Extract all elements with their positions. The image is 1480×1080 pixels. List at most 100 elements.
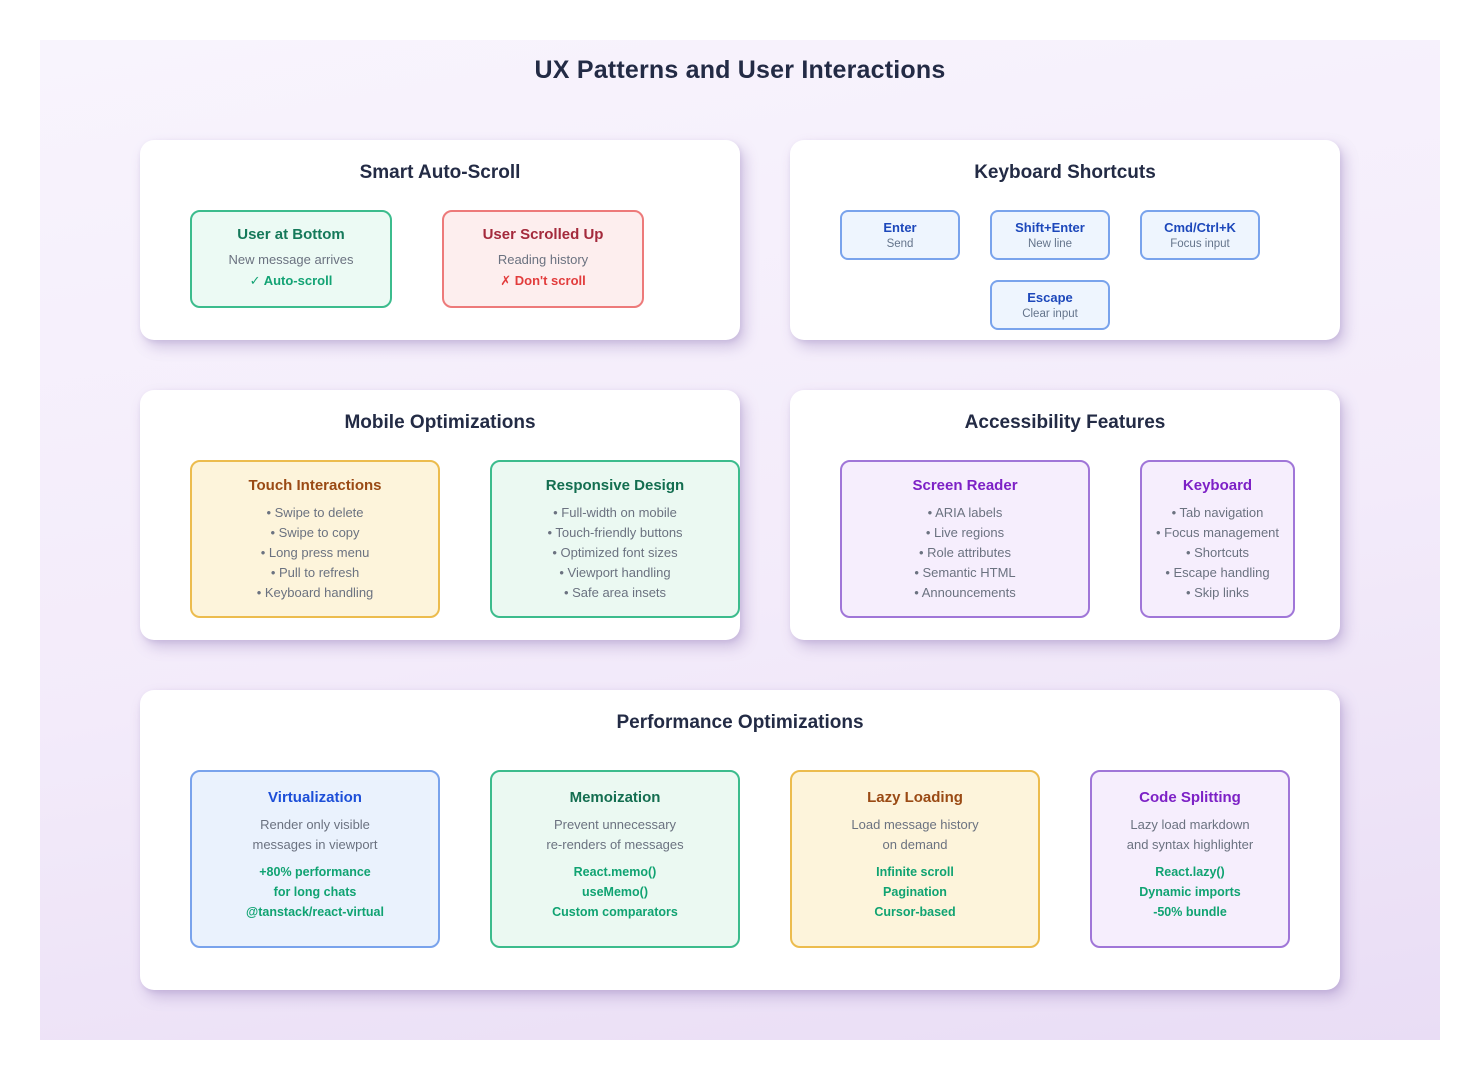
card-mobile-optimizations: Mobile Optimizations Touch Interactions •… (140, 390, 740, 640)
kbd-action-label: Clear input (1022, 308, 1078, 320)
perf-box-description: Render only visible messages in viewport (192, 815, 438, 855)
feature-box-title: Keyboard (1182, 477, 1253, 494)
state-box-description: New message arrives (228, 252, 354, 267)
section-title-accessibility-features: Accessibility Features (964, 412, 1166, 433)
kbd-action-label: Send (886, 238, 914, 250)
feature-box-keyboard: Keyboard • Tab navigation • Focus manageme… (1140, 460, 1295, 618)
perf-box-metrics: React.memo() useMemo() Custom comparators (492, 862, 738, 922)
state-box-status: ✓ Auto-scroll (249, 273, 333, 288)
card-performance-optimizations: Performance Optimizations Virtualization… (140, 690, 1340, 990)
list-item: • Tab navigation (1171, 505, 1264, 520)
kbd-box-cmd-ctrl-k: Cmd/Ctrl+K Focus input (1140, 210, 1260, 260)
metric-line: Infinite scroll (876, 865, 954, 879)
kbd-key-label: Cmd/Ctrl+K (1164, 220, 1236, 235)
list-item: • Pull to refresh (270, 565, 360, 580)
list-item: • Touch-friendly buttons (547, 525, 683, 540)
metric-line: Custom comparators (552, 905, 678, 919)
card-accessibility-features: Accessibility Features Screen Reader • AR… (790, 390, 1340, 640)
list-item: • Role attributes (919, 545, 1011, 560)
list-item: • Keyboard handling (256, 585, 374, 600)
feature-box-screen-reader: Screen Reader • ARIA labels • Live regions… (840, 460, 1090, 618)
list-item: • Viewport handling (559, 565, 671, 580)
section-title-smart-auto-scroll: Smart Auto-Scroll (359, 162, 521, 183)
list-item: • Safe area insets (563, 585, 667, 600)
kbd-action-label: Focus input (1170, 238, 1230, 250)
section-title-keyboard-shortcuts: Keyboard Shortcuts (974, 162, 1156, 183)
feature-item-list: • Swipe to delete• Swipe to copy• Long p… (192, 503, 438, 603)
state-box-status: ✗ Don't scroll (500, 273, 586, 288)
list-item: • Shortcuts (1185, 545, 1250, 560)
state-box-description: Reading history (497, 252, 589, 267)
perf-box-title: Memoization (569, 789, 661, 806)
description-line: on demand (882, 837, 948, 852)
perf-box-metrics: React.lazy() Dynamic imports -50% bundle (1092, 862, 1288, 922)
metric-line: +80% performance (259, 865, 371, 879)
description-line: messages in viewport (252, 837, 378, 852)
diagram-panel: UX Patterns and User Interactions Smart … (40, 40, 1440, 1040)
metric-line: Cursor-based (874, 905, 956, 919)
state-box-title: User Scrolled Up (482, 226, 604, 243)
metric-line: React.memo() (573, 865, 657, 879)
kbd-key-label: Enter (883, 220, 917, 235)
list-item: • Live regions (925, 525, 1005, 540)
description-line: Render only visible (260, 817, 370, 832)
feature-item-list: • ARIA labels • Live regions • Role attrib… (842, 503, 1088, 603)
metric-line: Dynamic imports (1139, 885, 1241, 899)
perf-box-description: Load message history on demand (792, 815, 1038, 855)
list-item: • ARIA labels (927, 505, 1003, 520)
section-title-performance-optimizations: Performance Optimizations (616, 712, 864, 733)
page-title: UX Patterns and User Interactions (534, 56, 946, 84)
perf-box-description: Lazy load markdown and syntax highlighter (1092, 815, 1288, 855)
accessibility-boxes-row: Screen Reader • ARIA labels • Live regions… (840, 460, 1295, 618)
feature-box-title: Screen Reader (912, 477, 1018, 494)
description-line: Prevent unnecessary (553, 817, 677, 832)
feature-box-touch-interactions: Touch Interactions • Swipe to delete • Swi… (190, 460, 440, 618)
perf-box-title: Code Splitting (1139, 789, 1241, 806)
list-item: • Focus management (1155, 525, 1280, 540)
feature-box-responsive-design: Responsive Design • Full-width on mobile•… (490, 460, 740, 618)
description-line: Load message history (851, 817, 979, 832)
feature-box-title: Responsive Design (545, 477, 685, 494)
feature-item-list: • Full-width on mobile• Touch-friendly b… (492, 503, 738, 603)
feature-item-list: • Tab navigation • Focus management • Shor… (1142, 503, 1293, 603)
metric-line: for long chats (273, 885, 357, 899)
metric-line: -50% bundle (1153, 905, 1227, 919)
list-item: • Swipe to copy (270, 525, 360, 540)
feature-box-title: Touch Interactions (248, 477, 382, 494)
mobile-boxes-row: Touch Interactions • Swipe to delete • Swi… (190, 460, 740, 618)
list-item: • Semantic HTML (914, 565, 1016, 580)
perf-box-description: Prevent unnecessary re-renders of message… (492, 815, 738, 855)
description-line: and syntax highlighter (1126, 837, 1254, 852)
metric-line: useMemo() (582, 885, 648, 899)
metric-line: @tanstack/react-virtual (246, 905, 384, 919)
metric-line: Pagination (883, 885, 947, 899)
list-item: • Skip links (1185, 585, 1250, 600)
list-item: • Escape handling (1165, 565, 1270, 580)
kbd-key-label: Shift+Enter (1015, 220, 1085, 235)
perf-box-title: Lazy Loading (867, 789, 963, 806)
description-line: re-renders of messages (546, 837, 684, 852)
kbd-key-label: Escape (1027, 290, 1073, 305)
state-box-user-scrolled-up: User Scrolled Up Reading history ✗ Don't s… (442, 210, 644, 308)
metric-line: React.lazy() (1155, 865, 1225, 879)
list-item: • Swipe to delete (266, 505, 364, 520)
state-box-title: User at Bottom (237, 226, 345, 243)
description-line: Lazy load markdown (1130, 817, 1250, 832)
list-item: • Announcements (914, 585, 1016, 600)
section-title-mobile-optimizations: Mobile Optimizations (344, 412, 536, 433)
